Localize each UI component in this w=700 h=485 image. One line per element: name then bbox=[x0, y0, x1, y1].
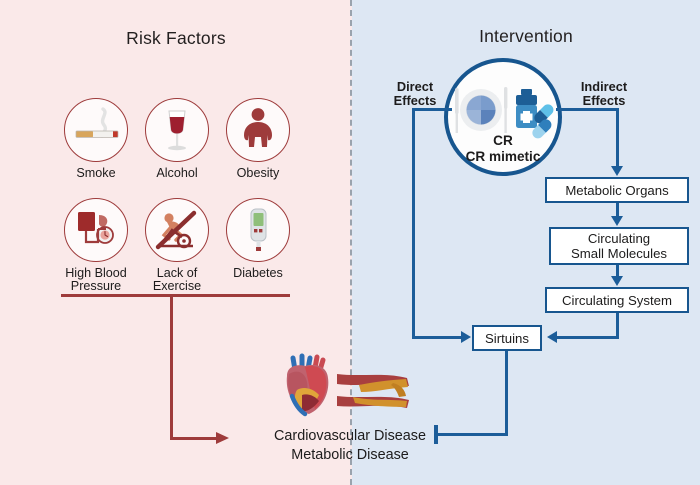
risk-factor-label-line2: Pressure bbox=[70, 279, 122, 294]
risk-factor-alcohol: Alcohol bbox=[139, 98, 215, 180]
indirect-effects-label: Indirect Effects bbox=[570, 79, 638, 109]
cr-label: CR bbox=[493, 133, 513, 148]
risk-factor-label: High Blood Pressure bbox=[58, 266, 134, 294]
risk-factor-diabetes: Diabetes bbox=[220, 198, 296, 280]
sirtuins-inhibition-vertical bbox=[505, 351, 509, 436]
indirect-effects-line2: Effects bbox=[582, 93, 626, 109]
direct-effects-arrowhead bbox=[461, 331, 471, 343]
risk-factor-obesity: Obesity bbox=[220, 98, 296, 180]
wine-glass-icon bbox=[145, 98, 209, 162]
risk-factor-high-blood-pressure: High Blood Pressure bbox=[58, 198, 134, 294]
cr-mimetic-label: CR mimetic bbox=[465, 149, 541, 164]
inhibition-tbar-icon bbox=[434, 425, 438, 444]
molecules-to-system-arrowhead bbox=[611, 276, 623, 286]
meal-plate-and-medicine-icon bbox=[455, 87, 554, 139]
risk-factors-arrow-stem bbox=[170, 294, 174, 440]
system-to-sirtuins-arrowhead bbox=[547, 331, 557, 343]
risk-factors-arrowhead bbox=[216, 432, 229, 444]
molecules-line2: Small Molecules bbox=[570, 246, 667, 261]
indirect-effects-arrowhead bbox=[611, 166, 623, 176]
flow-box-metabolic-organs: Metabolic Organs bbox=[545, 177, 689, 203]
direct-effects-line1: Direct bbox=[396, 79, 434, 94]
direct-effects-line-vertical bbox=[412, 108, 415, 339]
metabolic-to-molecules-arrowhead bbox=[611, 216, 623, 226]
risk-factor-label: Diabetes bbox=[233, 266, 283, 280]
risk-factor-label: Lack of Exercise bbox=[139, 266, 215, 294]
glucose-meter-icon bbox=[226, 198, 290, 262]
risk-factors-collector-line bbox=[61, 294, 290, 298]
intervention-circle-caption: CR CR mimetic bbox=[444, 133, 562, 165]
risk-factor-label: Obesity bbox=[236, 166, 280, 180]
metabolic-to-molecules-line bbox=[616, 203, 619, 218]
risk-factor-label-line1: Lack of bbox=[156, 266, 198, 280]
cigarette-icon bbox=[64, 98, 128, 162]
risk-factor-label: Alcohol bbox=[156, 166, 198, 180]
no-exercise-icon bbox=[145, 198, 209, 262]
direct-effects-line-horizontal-top bbox=[412, 108, 452, 111]
blood-pressure-monitor-icon bbox=[64, 198, 128, 262]
system-to-sirtuins-horizontal bbox=[556, 336, 618, 339]
system-to-sirtuins-vertical bbox=[616, 313, 619, 339]
risk-factor-label-line1: High Blood bbox=[65, 266, 127, 280]
obese-person-icon bbox=[226, 98, 290, 162]
panel-divider bbox=[350, 0, 352, 485]
risk-factor-label-line2: Exercise bbox=[152, 279, 202, 294]
molecules-line1: Circulating bbox=[587, 231, 651, 246]
flow-box-circulating-small-molecules: Circulating Small Molecules bbox=[549, 227, 689, 265]
direct-effects-label: Direct Effects bbox=[385, 79, 445, 109]
heart-and-clogged-artery-illustration bbox=[286, 353, 409, 417]
risk-factor-lack-of-exercise: Lack of Exercise bbox=[139, 198, 215, 294]
intervention-title: Intervention bbox=[479, 26, 573, 46]
metabolic-disease-label: Metabolic Disease bbox=[291, 447, 409, 463]
molecules-to-system-line bbox=[616, 265, 619, 279]
risk-factors-arrow-shaft bbox=[170, 437, 218, 441]
risk-factor-label: Smoke bbox=[76, 166, 116, 180]
indirect-effects-line-horizontal bbox=[556, 108, 619, 111]
flow-box-sirtuins: Sirtuins bbox=[472, 325, 542, 351]
indirect-effects-line-vertical bbox=[616, 108, 619, 166]
disease-outcome-label: Cardiovascular Disease Metabolic Disease bbox=[230, 427, 470, 465]
cardiovascular-disease-label: Cardiovascular Disease bbox=[274, 428, 426, 444]
direct-effects-line2: Effects bbox=[393, 93, 437, 109]
direct-effects-line-horizontal-bottom bbox=[412, 336, 462, 339]
sirtuins-inhibition-horizontal bbox=[437, 433, 508, 437]
flow-box-circulating-system: Circulating System bbox=[545, 287, 689, 313]
risk-factor-smoke: Smoke bbox=[58, 98, 134, 180]
indirect-effects-line1: Indirect bbox=[580, 79, 628, 94]
risk-factors-title: Risk Factors bbox=[126, 28, 226, 48]
